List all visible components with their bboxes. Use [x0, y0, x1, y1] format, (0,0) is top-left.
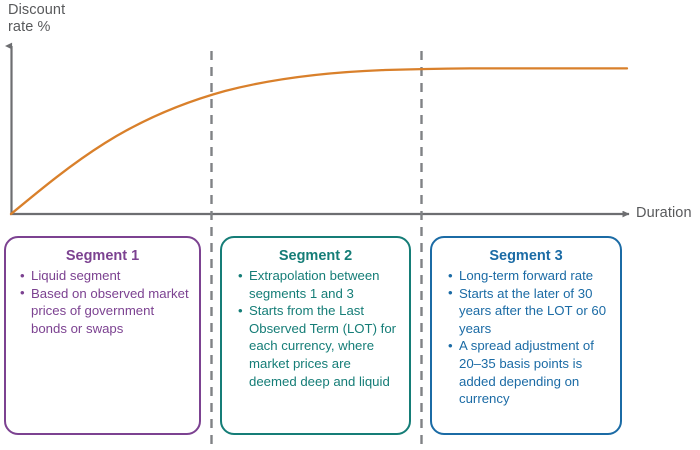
- segment-2-body: • Extrapolation between segments 1 and 3…: [222, 267, 409, 390]
- segment-1-title: Segment 1: [65, 248, 140, 264]
- segment-2-bullet-list: • Extrapolation between segments 1 and 3…: [238, 267, 401, 390]
- bullet-icon: •: [238, 302, 243, 318]
- bullet-icon: •: [20, 267, 25, 283]
- segment-3-bullet-list: • Long-term forward rate • Starts at the…: [448, 267, 612, 408]
- list-item: • Starts from the Last Observed Term (LO…: [238, 302, 401, 390]
- bullet-icon: •: [238, 267, 243, 283]
- list-item: • Starts at the later of 30 years after …: [448, 285, 612, 338]
- list-item: • Liquid segment: [20, 267, 191, 285]
- segment-3-title: Segment 3: [489, 248, 563, 264]
- segment-2-box: Segment 2 • Extrapolation between segmen…: [220, 236, 411, 435]
- list-item-text: Liquid segment: [31, 268, 121, 283]
- list-item-text: Starts from the Last Observed Term (LOT)…: [249, 303, 397, 389]
- segment-1-body: • Liquid segment • Based on observed mar…: [6, 267, 199, 337]
- list-item-text: Extrapolation between segments 1 and 3: [249, 268, 380, 301]
- bullet-icon: •: [448, 285, 453, 301]
- x-axis-label: Duration: [636, 205, 692, 221]
- list-item: • A spread adjustment of 20–35 basis poi…: [448, 337, 612, 407]
- list-item-text: Long-term forward rate: [459, 268, 594, 283]
- discount-rate-curve: [9, 67, 629, 216]
- segment-1-bullet-list: • Liquid segment • Based on observed mar…: [20, 267, 191, 337]
- list-item: • Extrapolation between segments 1 and 3: [238, 267, 401, 302]
- segment-3-body: • Long-term forward rate • Starts at the…: [432, 267, 620, 408]
- list-item-text: Based on observed market prices of gover…: [31, 285, 189, 336]
- bullet-icon: •: [448, 337, 453, 353]
- list-item-text: A spread adjustment of 20–35 basis point…: [459, 338, 594, 407]
- list-item-text: Starts at the later of 30 years after th…: [459, 285, 607, 336]
- list-item: • Long-term forward rate: [448, 267, 612, 285]
- segment-1-box: Segment 1 • Liquid segment • Based on ob…: [4, 236, 201, 435]
- bullet-icon: •: [20, 285, 25, 301]
- bullet-icon: •: [448, 267, 453, 283]
- segment-2-title: Segment 2: [278, 248, 353, 264]
- list-item: • Based on observed market prices of gov…: [20, 285, 191, 338]
- segment-3-box: Segment 3 • Long-term forward rate • Sta…: [430, 236, 622, 435]
- y-axis-label: Discount rate %: [8, 2, 66, 35]
